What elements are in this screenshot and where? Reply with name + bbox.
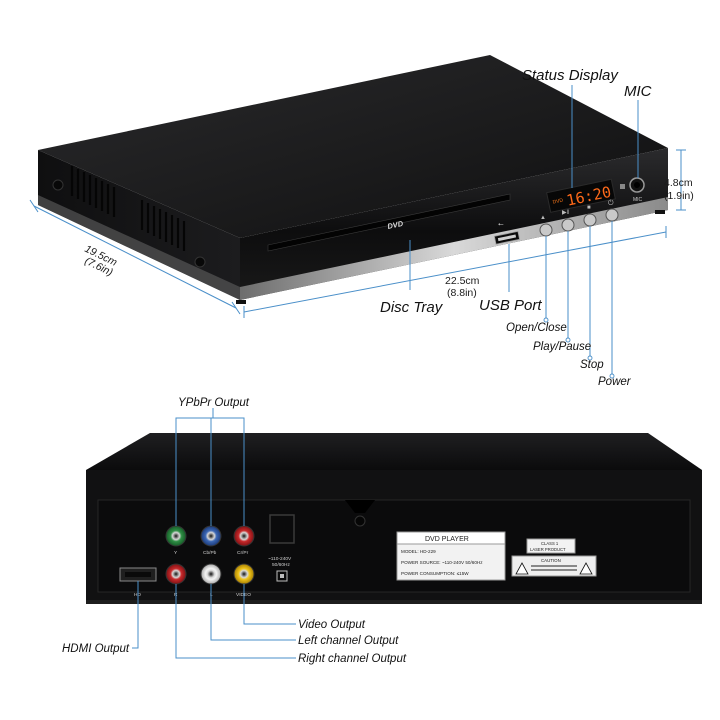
disc-tray-slot[interactable]: [267, 193, 511, 252]
cable-clip: [269, 514, 295, 544]
rear-panel: [97, 499, 691, 593]
rear-callout-lines: [132, 408, 296, 659]
player-top-surface: [38, 55, 668, 238]
width-cm: 22.5cm: [445, 275, 480, 287]
ypbpr-output-label: YPbPr Output: [178, 397, 250, 409]
usb-port[interactable]: [493, 230, 521, 245]
eject-icon: ▲: [540, 215, 546, 221]
video-output-label: Video Output: [298, 619, 366, 631]
spec-plate-header: [396, 531, 506, 545]
front-dvd-player: DVD ⭠ DVD 16:20 ▲ ▶‖ ■ ⏻ MIC: [38, 55, 668, 304]
player-foot: [655, 210, 665, 214]
play-pause-label: Play/Pause: [533, 341, 591, 353]
caution-fineprint: [531, 565, 577, 567]
laser-class-plate: [526, 538, 576, 554]
side-screw: [194, 256, 206, 268]
stop-icon: ■: [587, 205, 591, 211]
status-display-label: Status Display: [522, 67, 619, 84]
power-input-line2: 50/60Hz: [272, 562, 290, 568]
laser-line1: CLASS 1: [541, 541, 559, 546]
stop-button[interactable]: [583, 213, 597, 227]
front-callout-lines: [409, 85, 639, 374]
left-channel-output-label: Left channel Output: [298, 635, 399, 647]
display-mode-text: DVD: [552, 198, 564, 206]
disc-tray-label: Disc Tray: [380, 299, 444, 316]
power-button[interactable]: [605, 208, 619, 222]
power-cord-socket-inner: [280, 574, 284, 578]
stop-label: Stop: [580, 359, 604, 371]
pr-output-jack[interactable]: [233, 525, 255, 547]
power-input-line1: ~110-240V: [268, 556, 292, 562]
front-silver-trim: [240, 197, 668, 300]
width-in: (8.8in): [447, 287, 477, 299]
power-label: Power: [598, 376, 632, 388]
power-icon: ⏻: [608, 199, 614, 207]
side-screw: [52, 179, 64, 191]
video-output-jack[interactable]: [233, 563, 255, 585]
mic-label: MIC: [624, 83, 652, 100]
mic-jack-hole: [634, 182, 640, 188]
caution-text: CAUTION: [541, 558, 561, 563]
dvd-logo: DVD: [387, 219, 405, 231]
player-left-side: [38, 150, 240, 300]
height-cm: 4.8cm: [664, 177, 693, 189]
play-pause-icon: ▶‖: [562, 210, 569, 216]
player-front-face: [240, 148, 668, 300]
side-silver-trim: [38, 195, 240, 300]
y-output-jack[interactable]: [165, 525, 187, 547]
play-pause-button[interactable]: [561, 218, 575, 232]
usb-port-label: USB Port: [479, 297, 542, 314]
pb-output-jack[interactable]: [200, 525, 222, 547]
open-close-label: Open/Close: [506, 322, 567, 334]
mic-jack-label: MIC: [633, 197, 643, 203]
usb-icon: ⭠: [498, 221, 504, 228]
spec-plate-model: MODEL: HD-229: [401, 549, 436, 554]
spec-plate-title: DVD PLAYER: [425, 536, 469, 543]
height-in: (1.9in): [664, 190, 694, 202]
player-foot: [236, 300, 246, 304]
spec-plate-power-source: POWER SOURCE: ~110-240V 50/60Hz: [401, 560, 483, 565]
mic-icon: [620, 184, 625, 189]
warning-triangle-icon: [515, 562, 529, 575]
rear-top-surface: [86, 433, 702, 470]
rear-base: [86, 600, 702, 604]
left-audio-jack[interactable]: [200, 563, 222, 585]
dimension-lines: [29, 149, 686, 318]
jack-y-label: Y: [174, 550, 178, 556]
caution-fineprint: [531, 569, 577, 571]
callout-dots: [543, 317, 615, 379]
side-vents: [70, 166, 186, 251]
jack-crpr-label: Cr/Pr: [237, 550, 249, 556]
jack-cbpb-label: Cb/Pb: [203, 550, 217, 556]
rear-notch: [345, 500, 375, 513]
spec-plate-power-consumption: POWER CONSUMPTION: ≤15W: [401, 571, 469, 576]
warning-triangle-icon: [579, 562, 593, 575]
hdmi-port-inner: [125, 572, 151, 577]
open-close-button[interactable]: [539, 223, 553, 237]
rear-screw: [354, 515, 366, 527]
hdmi-output-label: HDMI Output: [62, 643, 130, 655]
laser-line2: LASER PRODUCT: [530, 547, 566, 552]
right-audio-jack[interactable]: [165, 563, 187, 585]
right-channel-output-label: Right channel Output: [298, 653, 407, 665]
rear-dvd-player: HD Y Cb/Pb Cr/Pr R L VIDEO ~110-240V 50/…: [86, 433, 702, 604]
